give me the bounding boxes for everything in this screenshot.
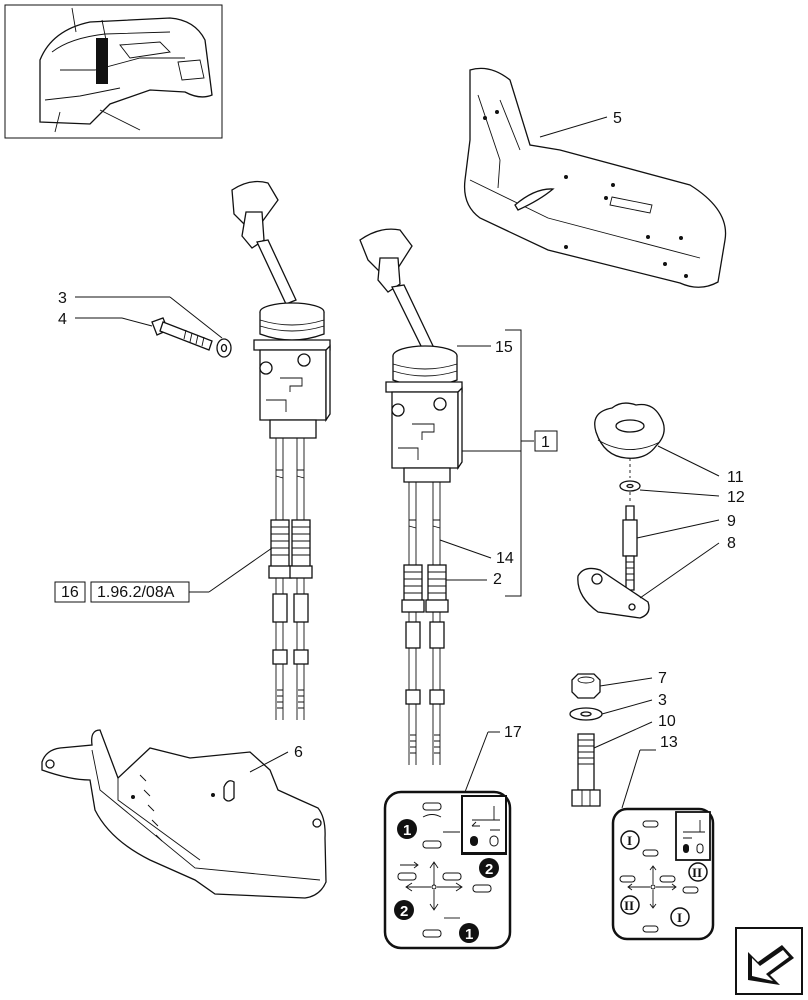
knob-icon — [594, 402, 665, 459]
callout-3: 3 — [58, 290, 67, 307]
callout-7: 7 — [658, 670, 667, 687]
callout-9: 9 — [727, 513, 736, 530]
callout-12: 12 — [727, 489, 745, 506]
cable-right-b — [425, 482, 449, 765]
callout-10: 10 — [658, 713, 676, 730]
decal-13: I II II I — [611, 807, 715, 941]
callout-3b: 3 — [658, 692, 667, 709]
callout-11: 11 — [727, 469, 744, 486]
stud-icon — [622, 505, 638, 591]
reference-code[interactable]: 1.96.2/08A — [97, 584, 175, 601]
callout-16: 16 — [61, 584, 79, 601]
callout-6: 6 — [294, 744, 303, 761]
decal17-badge-bottom-left: 2 — [400, 903, 408, 920]
callout-8: 8 — [727, 535, 736, 552]
cable-right-a — [401, 482, 425, 765]
callout-17: 17 — [504, 724, 522, 741]
decal13-roman-mid: II — [692, 865, 702, 880]
screw-icon — [571, 733, 601, 807]
callout-4: 4 — [58, 311, 67, 328]
callout-15: 15 — [495, 339, 513, 356]
next-page-arrow-icon[interactable] — [735, 927, 803, 995]
nut-icon — [571, 673, 601, 699]
support-bracket-icon — [463, 67, 727, 288]
callout-14: 14 — [496, 550, 514, 567]
decal-17: 1 2 2 1 — [383, 790, 512, 950]
joystick-lever-left-icon — [231, 180, 331, 439]
washer-12-icon — [619, 480, 641, 492]
decal13-roman-top: I — [627, 833, 632, 848]
decal17-badge-mid: 2 — [485, 861, 493, 878]
bracket-8-icon — [577, 567, 650, 619]
cable-left-b — [289, 438, 313, 720]
cab-thumbnail-icon — [4, 4, 223, 139]
guard-plate-icon — [41, 729, 327, 899]
bolt-icon — [151, 317, 213, 351]
joystick-lever-right-icon — [359, 228, 463, 483]
decal17-badge-top: 1 — [403, 822, 411, 839]
decal13-roman-bottom-right: I — [677, 910, 682, 925]
decal17-badge-bottom-right: 1 — [465, 926, 473, 943]
washer-3-icon — [569, 707, 603, 721]
callout-1: 1 — [541, 434, 550, 451]
callout-13: 13 — [660, 734, 678, 751]
washer-icon — [216, 338, 232, 358]
decal13-roman-bottom-left: II — [624, 898, 634, 913]
callout-2: 2 — [493, 571, 502, 588]
cable-left-a — [268, 438, 292, 720]
callout-5: 5 — [613, 110, 622, 127]
